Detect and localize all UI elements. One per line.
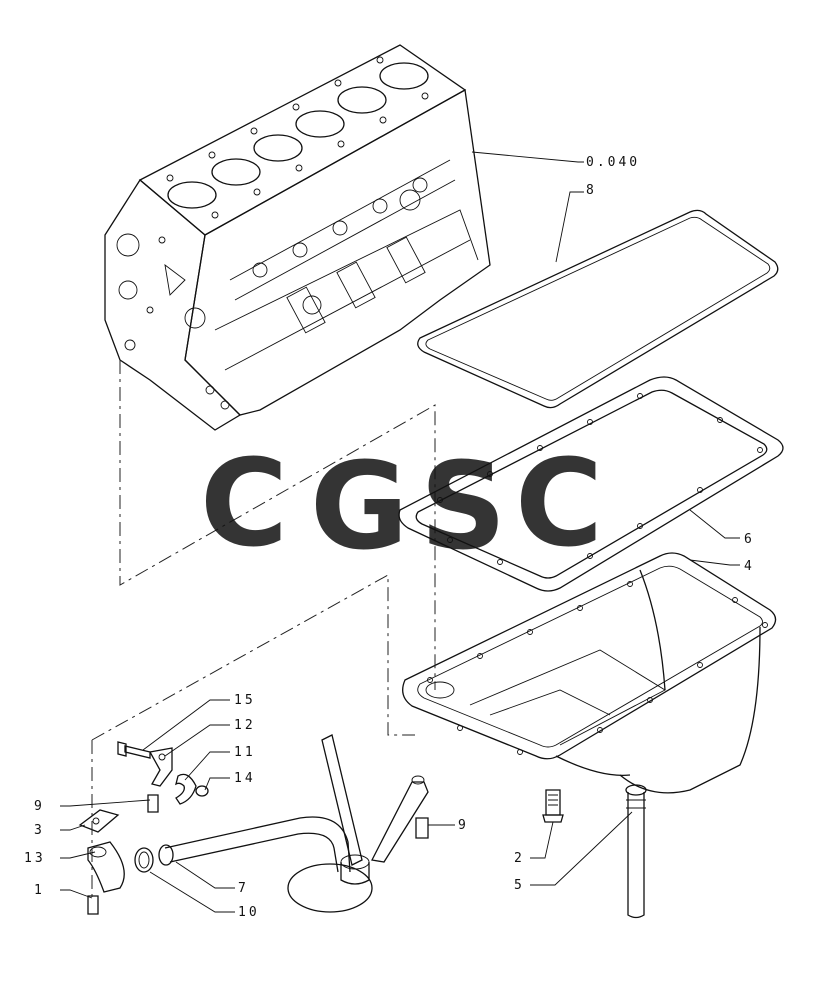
callout-15: 15	[234, 693, 256, 708]
leader-lines	[60, 151, 740, 913]
upper-gasket	[417, 209, 779, 409]
watermark: C G S C	[200, 435, 603, 577]
callout-5: 5	[514, 878, 525, 893]
watermark-letter-4: C	[515, 435, 603, 574]
callout-9-left: 9	[34, 799, 45, 814]
alignment-lines	[91, 360, 436, 900]
callout-6: 6	[744, 532, 755, 547]
callout-10: 10	[238, 905, 260, 920]
callout-8: 8	[586, 183, 597, 198]
oil-pan	[402, 552, 777, 794]
watermark-letter-1: C	[200, 435, 288, 574]
callout-11: 11	[234, 745, 256, 760]
watermark-letter-2: G	[310, 438, 409, 577]
hardware-group	[78, 741, 429, 915]
callout-14: 14	[234, 771, 256, 786]
callout-2: 2	[514, 851, 525, 866]
callout-labels: 0.040 8 6 4 15 12 11 14 9 9 3 13 1 7 10 …	[24, 155, 755, 920]
watermark-letter-3: S	[420, 438, 506, 577]
callout-block: 0.040	[586, 155, 640, 170]
callout-9-right: 9	[458, 818, 469, 833]
callout-1: 1	[34, 883, 45, 898]
lower-gasket	[398, 376, 784, 592]
engine-block	[104, 44, 491, 431]
callout-7: 7	[238, 881, 249, 896]
dipstick-tube	[625, 784, 647, 919]
callout-12: 12	[234, 718, 256, 733]
callout-13: 13	[24, 851, 46, 866]
pan-bolt	[542, 789, 564, 823]
oil-pickup-tube	[158, 734, 429, 913]
callout-3: 3	[34, 823, 45, 838]
callout-4: 4	[744, 559, 755, 574]
